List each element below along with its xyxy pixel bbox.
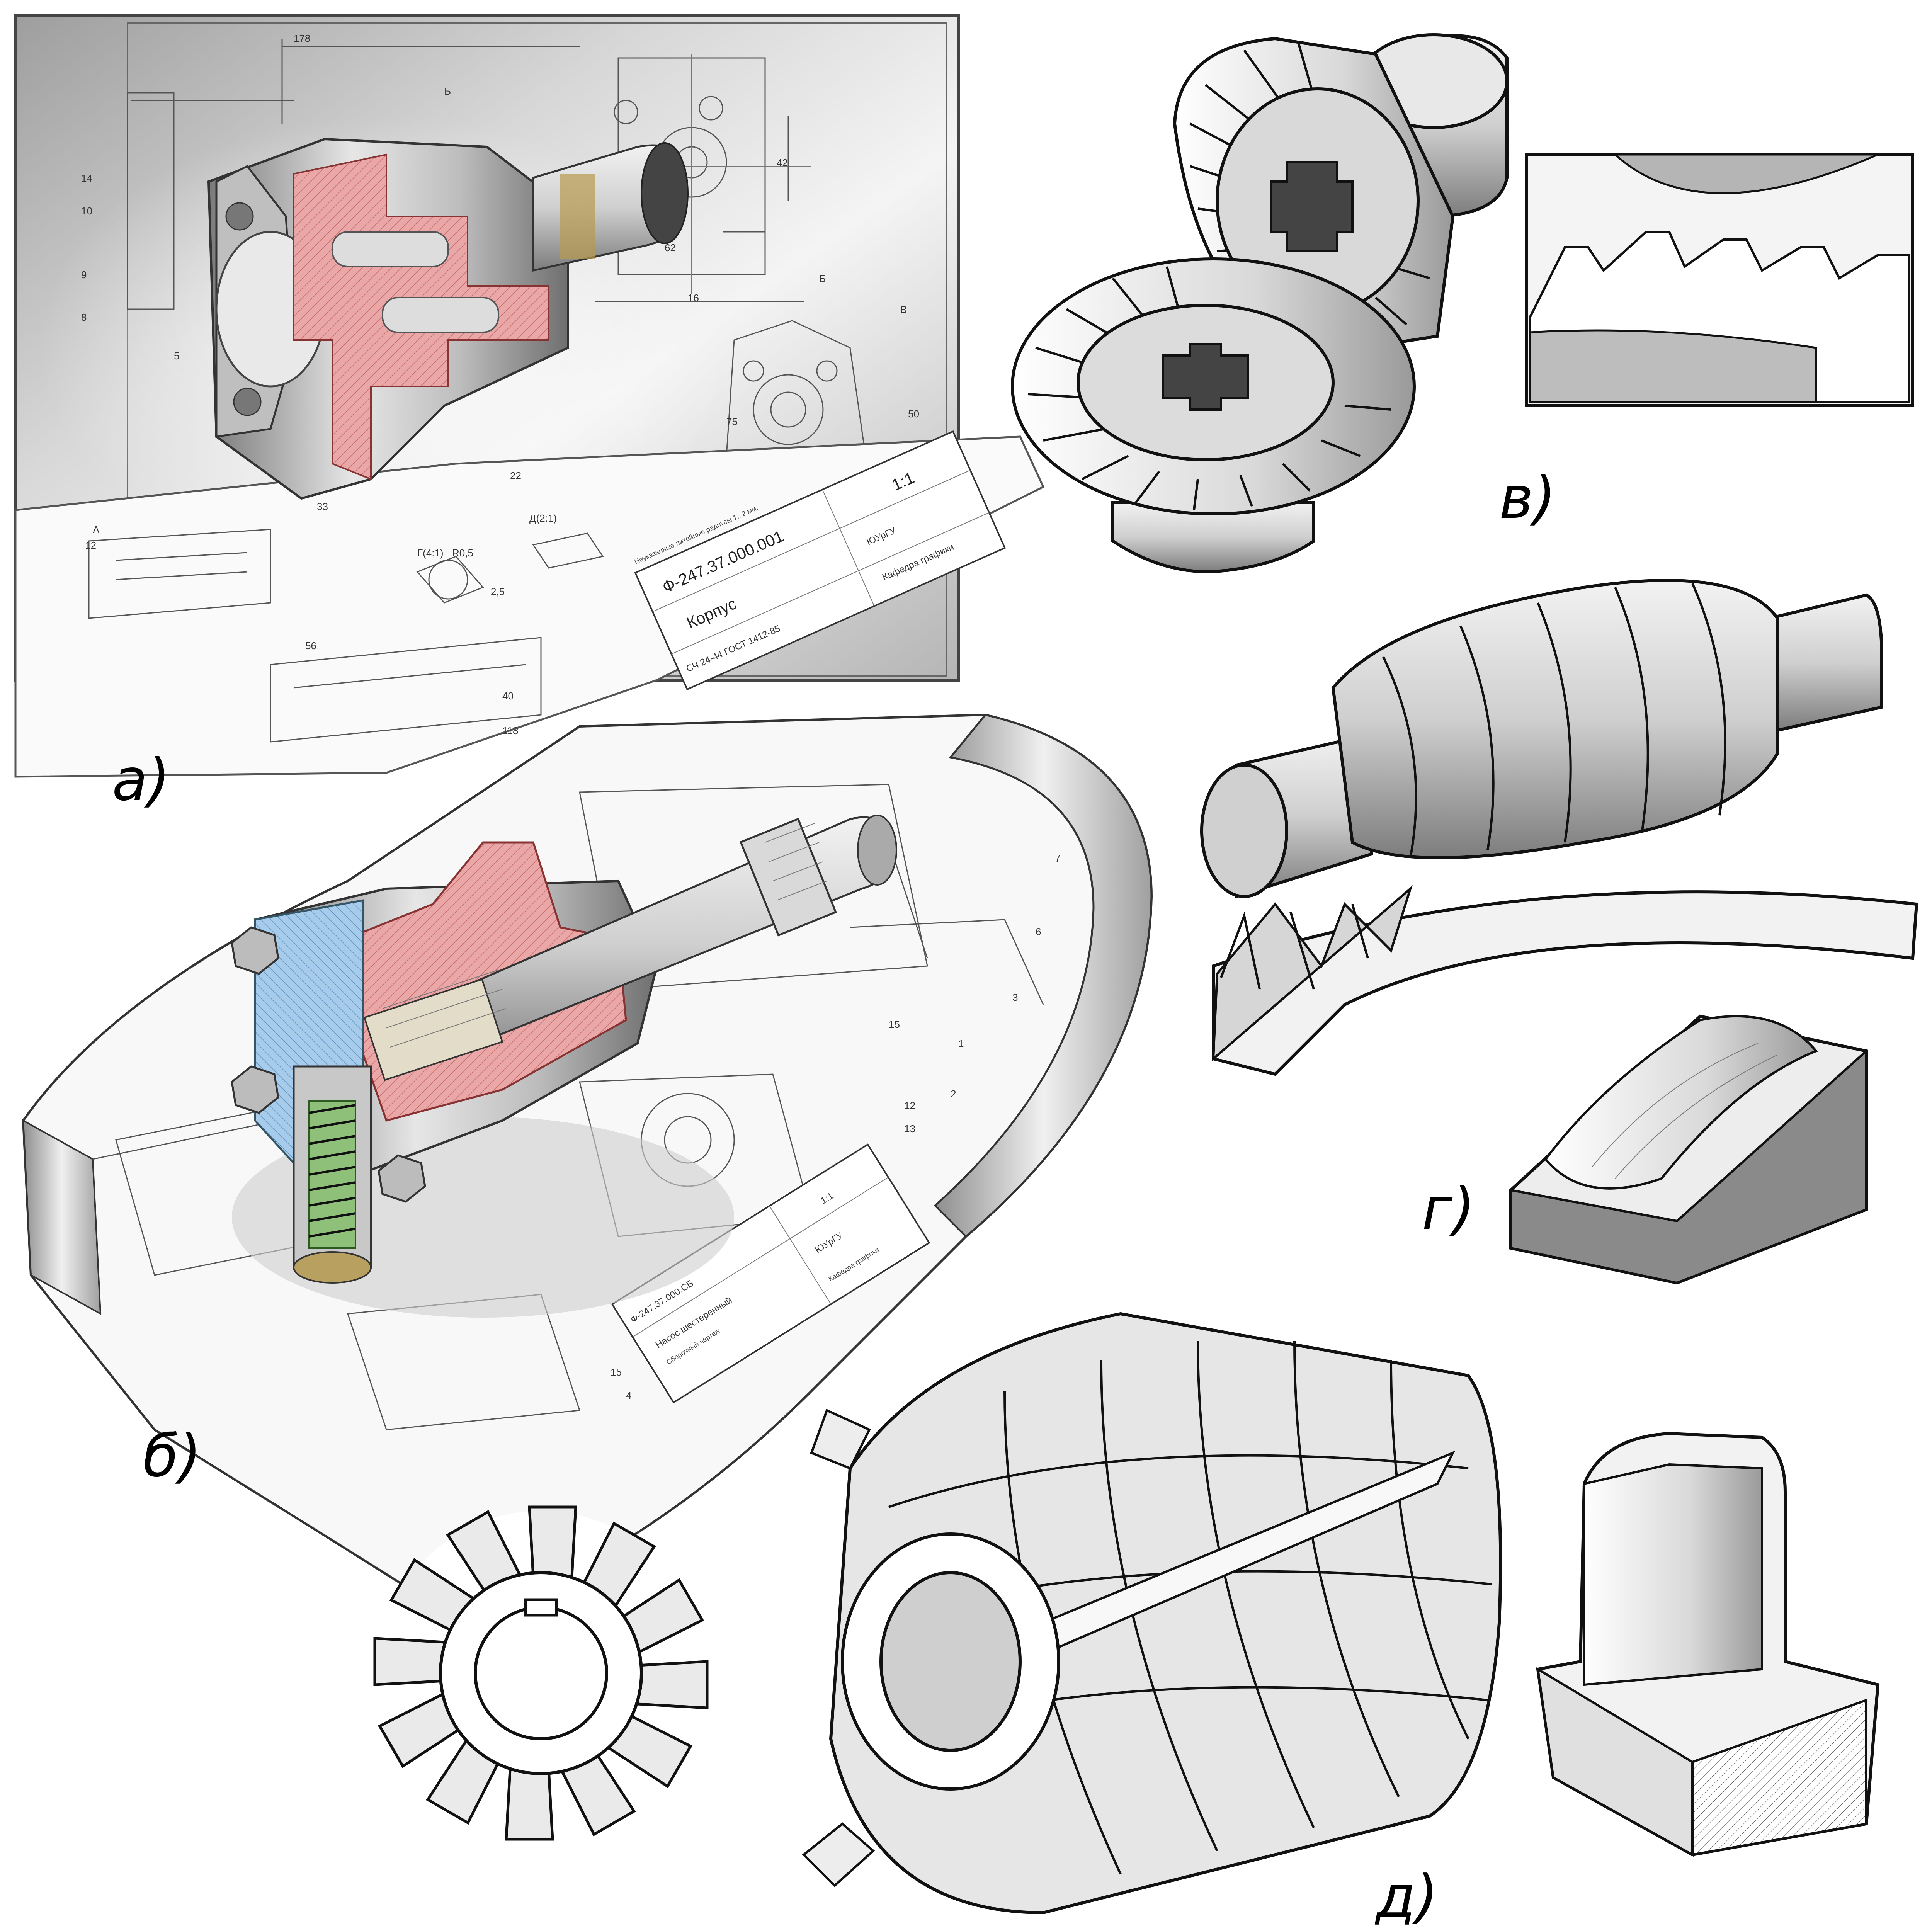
bolt-head (231, 1065, 279, 1114)
tooth-profile (1544, 1015, 1818, 1190)
view-label: Д(2:1) (529, 512, 557, 524)
panel-label-b: б) (143, 1423, 201, 1490)
tooth-block-side (1510, 1048, 1867, 1284)
pump-gears (363, 969, 507, 1081)
internal-channel (332, 231, 449, 267)
gear-mesh-inset (1525, 153, 1914, 407)
callout-label: 9 (81, 269, 87, 281)
callout-label: 2 (951, 1088, 956, 1100)
dim-label: 42 (777, 157, 788, 168)
spline-bore (1270, 161, 1354, 252)
panel-g: г) (1200, 579, 1918, 1285)
dim-label: 50 (908, 408, 919, 420)
callout-label: 6 (1036, 926, 1041, 937)
callout-label: 8 (81, 311, 87, 323)
bolt-hole (225, 202, 254, 231)
bolt-head (378, 1154, 426, 1203)
shaft-end (857, 815, 897, 886)
panel-d: д) (373, 1312, 1880, 1930)
hob-3d (802, 1312, 1502, 1915)
valve-plug (293, 1251, 372, 1284)
panel-v: в) (1011, 33, 1914, 574)
bolts (231, 926, 426, 1203)
view-label: Г(4:1) (417, 547, 444, 559)
callout-label: 15 (889, 1019, 900, 1030)
front-sheet: 12 A Г(4:1) Д(2:1) 2,5 R0,5 22 33 56 40 … (14, 430, 1045, 778)
keyway (524, 1598, 558, 1617)
title-block-a: Ф-247.37.000.001 Корпус СЧ 24-44 ГОСТ 14… (633, 430, 1006, 690)
background-drawing-lines (127, 39, 866, 457)
inset-lower-gear-face (1529, 329, 1817, 403)
dim-label: 56 (305, 640, 316, 651)
hob-gash-rows (869, 1340, 1492, 1875)
dim-label: 178 (294, 32, 310, 44)
hob-bore-3d (879, 1571, 1022, 1752)
worm-thread-lines (1382, 583, 1726, 858)
shaft-gear (739, 818, 837, 937)
lower-gear-tooth-lines (1027, 266, 1391, 510)
dim-label: 2,5 (491, 586, 505, 597)
lower-bevel-gear (1011, 257, 1416, 574)
dim-label: 118 (502, 725, 518, 736)
dim-label: Б (444, 85, 451, 97)
inset-upper-gear-face (1612, 153, 1878, 194)
drawing-a-dimensions: 178 Б 14 10 9 8 5 42 16 62 75 50 Б В (81, 32, 919, 427)
callout-label: 5 (174, 350, 179, 362)
callout-label: 10 (81, 205, 92, 217)
callout-label: 4 (626, 1389, 631, 1401)
worm-shaft (1200, 579, 1883, 899)
worm-right-journal (1768, 593, 1883, 732)
title-block-b: Ф-247.37.000.СБ Насос шестеренный Сбороч… (611, 1143, 930, 1404)
dim-label: 22 (510, 470, 521, 481)
internal-channel (382, 297, 499, 333)
journal-end-face (1200, 764, 1288, 898)
gear-pump-assembly (231, 815, 897, 1318)
panel-label-v: в) (1499, 464, 1556, 532)
callout-label: 7 (1055, 852, 1060, 864)
panel-b: Ф-247.37.000.СБ Насос шестеренный Сбороч… (22, 713, 1153, 1624)
dim-label: 12 (85, 539, 96, 551)
callout-label: 12 (904, 1100, 915, 1111)
dim-label: 33 (317, 501, 328, 512)
section-label: A (93, 524, 100, 536)
callout-label: 1 (958, 1038, 964, 1049)
dim-label: 75 (726, 416, 738, 427)
worm-wheel-segment (1212, 885, 1918, 1076)
housing-part (207, 138, 689, 500)
dim-label: R0,5 (452, 547, 473, 559)
brass-ring (560, 174, 595, 259)
callout-label: 15 (611, 1366, 622, 1378)
callout-label: 14 (81, 172, 92, 184)
valve-spring (308, 1100, 356, 1249)
callout-label: 13 (904, 1123, 915, 1134)
assembly-callouts: 14 7 6 15 3 1 2 12 13 15 4 (591, 852, 1060, 1401)
tooth-base (1536, 1667, 1694, 1857)
hob-front-teeth (373, 1505, 709, 1841)
bolt-head (231, 926, 279, 975)
bolt-hole (233, 388, 262, 416)
worm-thread-body (1331, 579, 1779, 859)
panel-a: 178 Б 14 10 9 8 5 42 16 62 75 50 Б В (14, 14, 1045, 814)
dim-label: 16 (688, 292, 699, 304)
sheet-curl-edge (934, 714, 1153, 1238)
boss-end-face (641, 142, 689, 244)
dim-label: Б (819, 273, 826, 284)
worm-wheel-tooth (1509, 1014, 1868, 1285)
spline-bore (1162, 343, 1249, 411)
dim-label: 40 (502, 690, 514, 702)
hob-front-view (373, 1505, 709, 1841)
dim-label: В (900, 304, 907, 315)
hob-front-teeth-3d (802, 1408, 875, 1888)
panel-label-a: а) (112, 747, 170, 814)
tooth-rake-face (1583, 1463, 1763, 1686)
lower-gear-hub (1111, 501, 1315, 574)
callout-label: 3 (1012, 992, 1018, 1003)
panel-label-g: г) (1422, 1175, 1475, 1243)
panel-label-d: д) (1374, 1863, 1438, 1930)
relief-valve (293, 1065, 372, 1284)
hob-bore (474, 1606, 608, 1740)
hob-tooth-detail (1536, 1432, 1880, 1857)
